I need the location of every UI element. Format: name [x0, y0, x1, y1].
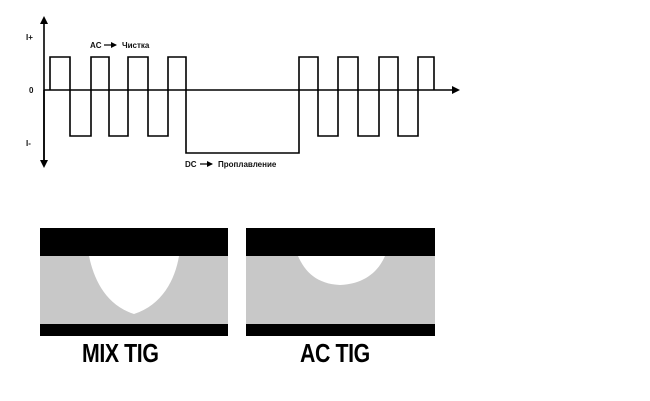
ac-meaning-label: Чистка — [122, 41, 150, 50]
axis-label-zero: 0 — [29, 86, 34, 95]
ac-label: AC — [90, 41, 102, 50]
plate-top-black — [246, 228, 435, 256]
weld-pool-deep — [89, 256, 179, 314]
caption-mix-tig: MIX TIG — [82, 338, 159, 368]
axis-label-negative: I- — [26, 139, 31, 148]
weld-panel-mix-tig — [40, 228, 228, 336]
current-waveform — [49, 56, 435, 154]
dc-meaning-label: Проплавление — [218, 160, 277, 169]
plate-bottom-black — [246, 324, 435, 336]
plate-top-black — [40, 228, 228, 256]
axis-label-positive: I+ — [26, 33, 33, 42]
plate-bottom-black — [40, 324, 228, 336]
dc-label: DC — [185, 160, 197, 169]
caption-ac-tig: AC TIG — [300, 338, 370, 368]
weld-pool-shallow — [298, 256, 385, 285]
weld-panel-ac-tig — [246, 228, 435, 336]
